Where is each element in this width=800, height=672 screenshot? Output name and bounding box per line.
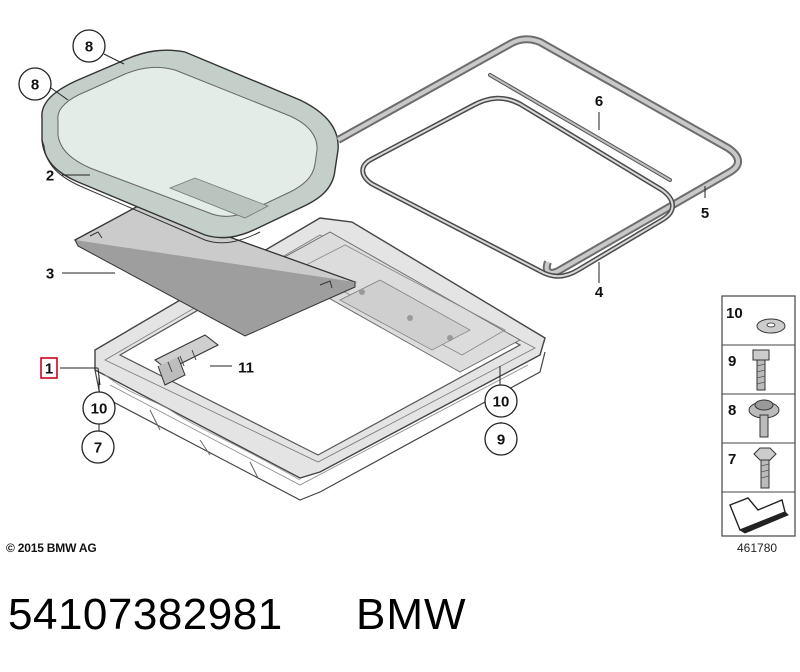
callout-9: 9: [497, 432, 505, 449]
callout-1: 1: [45, 361, 53, 378]
callout-3: 3: [46, 266, 54, 283]
leader-lines: [50, 53, 706, 434]
callouts: 8 8 2 3 1 11 10 7 10 9 6 5 4: [18, 29, 709, 464]
hardware-legend: 10 9 8 7: [721, 295, 796, 537]
callout-11: 11: [238, 360, 254, 377]
bolt-icon: [752, 349, 770, 391]
part-4-inner-seal: [360, 95, 675, 279]
part-2-glass-panel: [41, 49, 339, 244]
callout-7: 7: [94, 440, 102, 457]
copyright-text: © 2015 BMW AG: [6, 541, 97, 555]
brand-name: BMW: [356, 590, 467, 639]
part-5-outer-seal: [336, 35, 742, 277]
drawing-id: 461780: [737, 541, 778, 555]
sunroof-parts-diagram: 8 8 2 3 1 11 10 7 10 9 6 5 4 10 9: [18, 29, 796, 537]
callout-1-highlight: [40, 357, 58, 379]
callout-8-top: 8: [85, 39, 93, 56]
part-11-bracket: [153, 334, 220, 386]
flange-screw-icon: [748, 399, 780, 438]
callout-4: 4: [595, 284, 604, 301]
legend-number-9: 9: [728, 353, 736, 370]
legend-number-7: 7: [728, 451, 736, 468]
part-3-sunshade-panel: [73, 204, 357, 337]
callout-10-left: 10: [91, 401, 108, 418]
callout-8-left: 8: [31, 77, 39, 94]
washer-icon: [756, 318, 786, 334]
legend-number-8: 8: [728, 402, 736, 419]
callout-2: 2: [46, 168, 54, 185]
hex-bolt-icon: [753, 447, 777, 489]
arrow-direction-icon: [729, 497, 789, 534]
legend-number-10: 10: [726, 305, 743, 322]
part-number: 54107382981: [8, 590, 283, 639]
callout-5: 5: [701, 205, 709, 222]
part-1-sunroof-frame: [94, 217, 546, 501]
callout-10-right: 10: [493, 394, 510, 411]
part-6-seal-strip: [488, 73, 672, 182]
callout-6: 6: [595, 93, 603, 110]
